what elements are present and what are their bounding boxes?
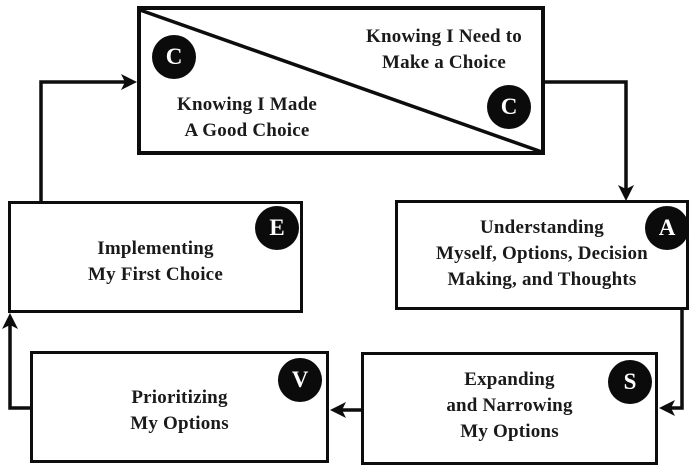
badge-execution: E — [255, 206, 299, 250]
node-analysis: A Understanding Myself, Options, Decisio… — [395, 200, 689, 310]
node-communication: C Knowing I Need to Make a Choice C Know… — [137, 6, 545, 155]
label-prioritizing: Prioritizing My Options — [130, 387, 229, 434]
label-understanding: Understanding Myself, Options, Decision … — [436, 217, 648, 290]
label-knowing-i-made: Knowing I Made A Good Choice — [176, 94, 318, 141]
badge-communication-start: C — [152, 35, 196, 79]
edge-execution-communication — [39, 80, 128, 201]
arrowhead-up-execution — [2, 313, 18, 329]
edge-analysis-synthesis — [667, 310, 684, 410]
label-implementing: Implementing My First Choice — [88, 238, 223, 285]
arrowhead-down-analysis — [618, 185, 634, 201]
node-synthesis: S Expanding and Narrowing My Options — [361, 352, 658, 465]
label-expanding: Expanding and Narrowing My Options — [446, 369, 573, 442]
badge-communication-end: C — [487, 85, 531, 129]
edge-valuing-execution — [8, 322, 30, 410]
badge-synthesis: S — [608, 360, 652, 404]
badge-valuing: V — [278, 358, 322, 402]
arrowhead-left-synthesis — [659, 400, 675, 416]
node-execution: E Implementing My First Choice — [8, 201, 303, 313]
node-valuing: V Prioritizing My Options — [30, 351, 329, 463]
badge-analysis: A — [645, 206, 689, 250]
arrowhead-right-communication — [121, 74, 137, 90]
edge-communication-analysis — [545, 80, 628, 192]
label-knowing-i-need: Knowing I Need to Make a Choice — [366, 26, 522, 73]
arrowhead-left-valuing — [330, 402, 346, 418]
